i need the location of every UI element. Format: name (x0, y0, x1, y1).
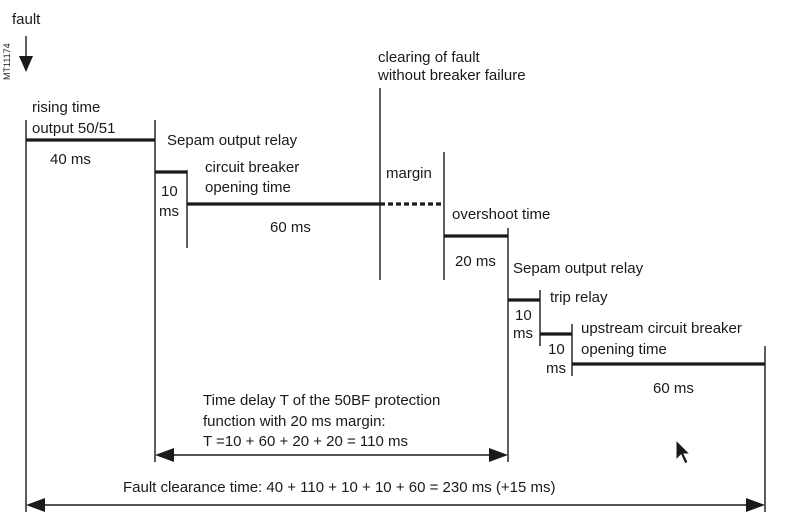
overshoot-value: 20 ms (455, 253, 496, 270)
cb-value: 60 ms (270, 219, 311, 236)
upstream-value: 60 ms (653, 380, 694, 397)
upstream-label-line1: upstream circuit breaker (581, 320, 742, 337)
clearance-label: Fault clearance time: 40 + 110 + 10 + 10… (123, 479, 555, 496)
trip-value-line2: ms (546, 360, 566, 377)
rising-value: 40 ms (50, 151, 91, 168)
clearing-label-line2: without breaker failure (377, 67, 526, 84)
clearing-label-line1: clearing of fault (378, 49, 481, 66)
sepam-relay-1-label: Sepam output relay (167, 132, 298, 149)
rising-label-line1: rising time (32, 99, 100, 116)
relay-2-value-line2: ms (513, 325, 533, 342)
delay-arrow-left-head (155, 448, 174, 462)
delay-label-line2: function with 20 ms margin: (203, 413, 386, 430)
relay-1-value-line2: ms (159, 203, 179, 220)
relay-2-value-line1: 10 (515, 307, 532, 324)
delay-label-line1: Time delay T of the 50BF protection (203, 392, 440, 409)
rising-label-line2: output 50/51 (32, 120, 115, 137)
upstream-label-line2: opening time (581, 341, 667, 358)
trip-relay-label: trip relay (550, 289, 608, 306)
clearance-arrow-left-head (26, 498, 45, 512)
fault-label: fault (12, 11, 41, 28)
clearance-arrow-right-head (746, 498, 765, 512)
figure-code: MT11174 (2, 43, 12, 80)
trip-value-line1: 10 (548, 341, 565, 358)
sepam-relay-2-label: Sepam output relay (513, 260, 644, 277)
fault-arrow-head (19, 56, 33, 72)
delay-label-line3: T =10 + 60 + 20 + 20 = 110 ms (203, 433, 408, 450)
relay-1-value-line1: 10 (161, 183, 178, 200)
mouse-cursor-icon (675, 438, 692, 465)
delay-arrow-right-head (489, 448, 508, 462)
overshoot-label: overshoot time (452, 206, 550, 223)
margin-label: margin (386, 165, 432, 182)
cb-label-line2: opening time (205, 179, 291, 196)
cb-label-line1: circuit breaker (205, 159, 299, 176)
